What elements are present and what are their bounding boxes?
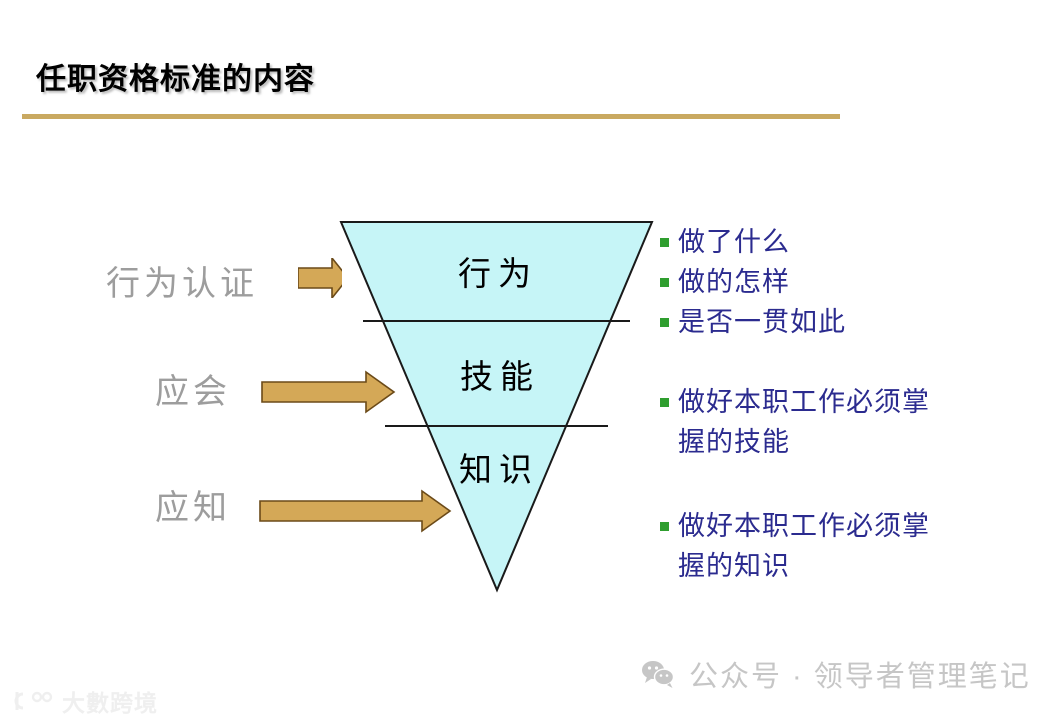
pyramid-band-label-behavior: 行为	[458, 257, 538, 293]
bullet-panel: 做了什么 做的怎样 是否一贯如此 做好本职工作必须掌握的技能 做好本职工作必须掌…	[656, 222, 1006, 586]
list-item-label: 是否一贯如此	[678, 307, 846, 337]
list-item: 做好本职工作必须掌握的知识	[656, 506, 936, 586]
stage-label-should-know: 应知	[155, 490, 231, 527]
list-item-label: 做了什么	[678, 227, 790, 257]
page-title: 任职资格标准的内容	[36, 63, 315, 96]
list-item-label: 做的怎样	[678, 267, 790, 297]
stage-label-should-be-able: 应会	[155, 374, 231, 411]
stage-label-behavior-certification: 行为认证	[106, 266, 258, 303]
brand-watermark-label: 大數跨境	[62, 690, 158, 716]
list-item-label: 做好本职工作必须掌握的知识	[678, 511, 930, 581]
wechat-icon	[641, 659, 675, 689]
list-item: 是否一贯如此	[656, 302, 1006, 342]
wechat-watermark-label: 公众号 · 领导者管理笔记	[689, 661, 1031, 693]
list-item-label: 做好本职工作必须掌握的技能	[678, 387, 930, 457]
pyramid-shape	[339, 221, 654, 593]
list-item: 做了什么	[656, 222, 1006, 262]
bullet-group-skill: 做好本职工作必须掌握的技能	[656, 382, 1006, 462]
bullet-group-behavior: 做了什么 做的怎样 是否一贯如此	[656, 222, 1006, 342]
square-bullet-icon	[660, 522, 669, 531]
square-bullet-icon	[660, 398, 669, 407]
square-bullet-icon	[660, 238, 669, 247]
brand-logo-icon	[14, 690, 54, 712]
list-item: 做的怎样	[656, 262, 1006, 302]
bullet-group-knowledge: 做好本职工作必须掌握的知识	[656, 506, 1006, 586]
list-item: 做好本职工作必须掌握的技能	[656, 382, 936, 462]
title-divider	[22, 114, 840, 119]
pyramid-band-label-skill: 技能	[460, 360, 540, 396]
wechat-watermark: 公众号 · 领导者管理笔记	[641, 653, 1031, 695]
square-bullet-icon	[660, 318, 669, 327]
pyramid-band-label-knowledge: 知识	[459, 453, 539, 489]
inverted-pyramid-diagram	[330, 210, 670, 605]
brand-watermark: 大數跨境	[14, 684, 158, 718]
square-bullet-icon	[660, 278, 669, 287]
